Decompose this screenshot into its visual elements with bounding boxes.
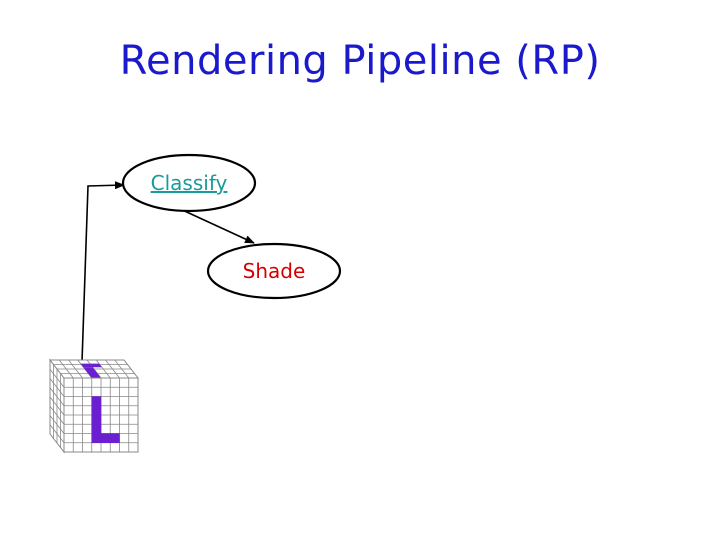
cube-grid-part xyxy=(91,424,102,434)
cube-grid-part xyxy=(91,414,102,425)
volume-cube-icon xyxy=(48,358,140,454)
node-classify[interactable]: Classify xyxy=(121,153,257,213)
edge-classify-to-shade xyxy=(177,207,255,244)
cube-grid-part xyxy=(80,363,102,368)
node-classify-label: Classify xyxy=(151,171,228,195)
cube-grid-part xyxy=(91,396,102,406)
cube-grid-part xyxy=(83,367,101,378)
node-shade-label: Shade xyxy=(243,259,306,283)
node-shade[interactable]: Shade xyxy=(206,242,342,300)
slide-title: Rendering Pipeline (RP) xyxy=(119,38,601,84)
cube-grid-part xyxy=(100,433,111,443)
cube-grid-part xyxy=(91,433,102,443)
edge-volume-to-classify xyxy=(81,181,125,363)
cube-grid-part xyxy=(91,405,102,416)
cube-grid-part xyxy=(110,433,120,443)
